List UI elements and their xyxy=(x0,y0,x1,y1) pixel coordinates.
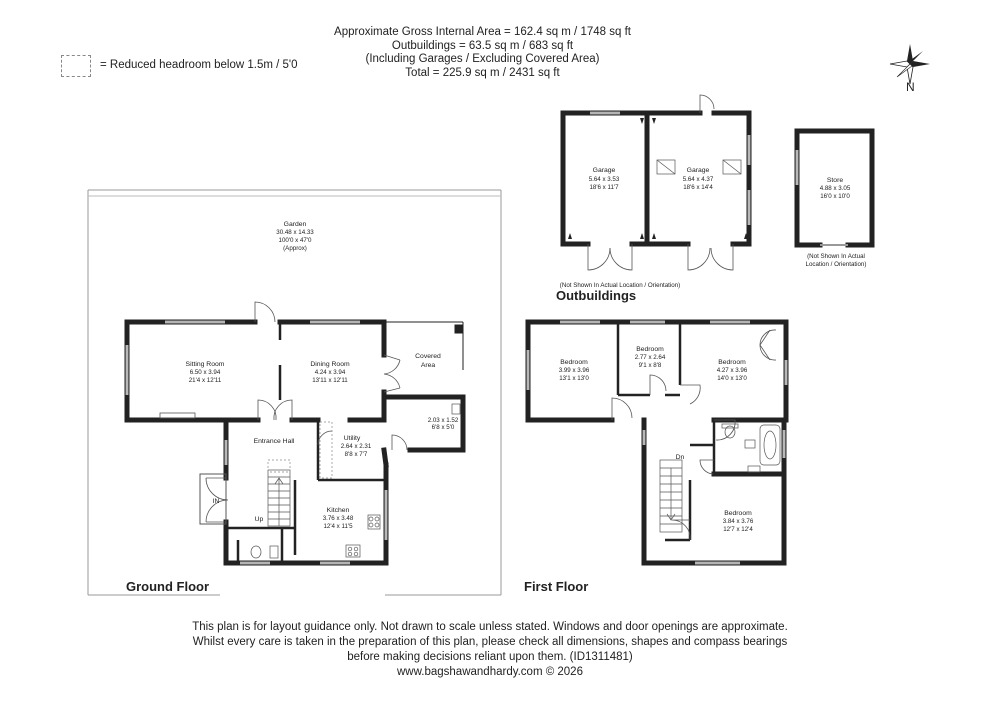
store-appliance xyxy=(451,403,461,415)
covered-area-outline xyxy=(384,321,464,370)
outbuildings-title: Outbuildings xyxy=(556,288,637,303)
garage-markers xyxy=(568,118,748,239)
stairs-up-label: Up xyxy=(255,516,264,523)
store-label: Store xyxy=(827,177,843,184)
store-metric: 4.88 x 3.05 xyxy=(820,185,851,192)
utility-imperial: 8'8 x 7'7 xyxy=(345,451,368,458)
fireplace xyxy=(159,412,196,419)
compass-north-label: N xyxy=(906,80,915,94)
bedroom-1-imperial: 13'1 x 13'0 xyxy=(559,375,589,382)
outbuilding-doors xyxy=(587,94,848,271)
bedroom-3-imperial: 14'0 x 13'0 xyxy=(717,375,747,382)
store-small-metric: 2.03 x 1.52 xyxy=(428,417,459,424)
utility-headroom-area xyxy=(319,421,333,479)
garage-skylights xyxy=(656,159,742,175)
ground-floor-doors xyxy=(205,301,408,523)
total-area-text: Total = 225.9 sq m / 2431 sq ft xyxy=(405,66,560,79)
store-small-imperial: 6'8 x 5'0 xyxy=(432,424,455,431)
disclaimer-line-2: Whilst every care is taken in the prepar… xyxy=(192,636,788,648)
ground-floor-title: Ground Floor xyxy=(126,579,210,594)
bedroom-1-label: Bedroom xyxy=(560,359,588,366)
garages-walls xyxy=(560,110,752,247)
first-floor-interior-walls xyxy=(616,322,716,542)
store-orientation-note-1: (Not Shown In Actual xyxy=(807,253,865,260)
first-floor-windows xyxy=(526,320,788,565)
ground-floor-stairs xyxy=(267,469,291,527)
bedroom-3-metric: 4.27 x 3.96 xyxy=(717,367,748,374)
utility-label: Utility xyxy=(344,435,361,442)
disclaimer-line-3: before making decisions reliant upon the… xyxy=(347,651,633,663)
kitchen-metric: 3.76 x 3.48 xyxy=(323,515,354,522)
covered-area-label-1: Covered xyxy=(415,353,441,360)
area-summary: Approximate Gross Internal Area = 162.4 … xyxy=(300,26,665,80)
entrance-hall-label: Entrance Hall xyxy=(254,438,295,445)
ground-floor-interior-walls xyxy=(226,322,386,563)
dining-room-metric: 4.24 x 3.94 xyxy=(315,369,346,376)
compass-rose-icon xyxy=(889,44,930,85)
bedroom-2-label: Bedroom xyxy=(636,346,664,353)
bedroom-2-imperial: 9'1 x 8'8 xyxy=(639,362,662,369)
dining-room-label: Dining Room xyxy=(310,361,350,368)
kitchen-fittings xyxy=(250,514,381,559)
reduced-headroom-area xyxy=(267,459,291,473)
garage-2-metric: 5.64 x 4.37 xyxy=(683,176,714,183)
store-imperial: 16'0 x 10'0 xyxy=(820,193,850,200)
garden-imperial: 100'0 x 47'0 xyxy=(279,237,313,244)
disclaimer: This plan is for layout guidance only. N… xyxy=(160,620,820,680)
dining-room-imperial: 13'11 x 12'11 xyxy=(312,377,348,384)
outbuilding-windows xyxy=(590,111,799,225)
kitchen-label: Kitchen xyxy=(327,507,350,514)
utility-metric: 2.64 x 2.31 xyxy=(341,443,372,450)
garden-metric: 30.48 x 14.33 xyxy=(276,229,314,236)
including-garages-text: (Including Garages / Excluding Covered A… xyxy=(365,53,600,65)
reduced-headroom-swatch xyxy=(61,55,91,77)
garden-approx-note: (Approx) xyxy=(283,245,307,252)
garage-2-label: Garage xyxy=(687,167,710,174)
first-floor-title: First Floor xyxy=(524,579,589,594)
garage-1-imperial: 18'6 x 11'7 xyxy=(589,184,619,191)
garden-outline xyxy=(87,189,502,596)
sitting-room-label: Sitting Room xyxy=(186,361,225,368)
outbuildings-area-text: Outbuildings = 63.5 sq m / 683 sq ft xyxy=(391,39,574,52)
bedroom-3-label: Bedroom xyxy=(718,359,746,366)
sitting-room-imperial: 21'4 x 12'11 xyxy=(189,377,222,384)
bathroom-fittings xyxy=(721,423,781,473)
first-floor-stairs xyxy=(659,459,683,533)
reduced-headroom-legend: = Reduced headroom below 1.5m / 5'0 xyxy=(100,59,298,71)
store-orientation-note-2: Location / Orientation) xyxy=(806,261,867,268)
disclaimer-line-1: This plan is for layout guidance only. N… xyxy=(192,621,788,633)
first-floor-doors xyxy=(611,329,777,541)
covered-area-label-2: Area xyxy=(421,362,436,369)
gross-area-text: Approximate Gross Internal Area = 162.4 … xyxy=(334,26,631,38)
entrance-porch xyxy=(199,473,227,525)
website-link[interactable]: www.bagshawandhardy.com © 2026 xyxy=(397,666,583,678)
garage-1-metric: 5.64 x 3.53 xyxy=(589,176,620,183)
sitting-room-metric: 6.50 x 3.94 xyxy=(190,369,221,376)
stairs-down-label: Dn xyxy=(676,454,685,461)
ground-floor-windows xyxy=(125,320,388,565)
bedroom-2-metric: 2.77 x 2.64 xyxy=(635,354,666,361)
bedroom-4-metric: 3.84 x 3.76 xyxy=(723,518,754,525)
garage-1-label: Garage xyxy=(593,167,616,174)
garden-label: Garden xyxy=(284,221,307,228)
entrance-in-label: IN xyxy=(213,498,220,505)
garage-2-imperial: 18'6 x 14'4 xyxy=(683,184,713,191)
garages-orientation-note: (Not Shown In Actual Location / Orientat… xyxy=(560,282,680,289)
kitchen-imperial: 12'4 x 11'5 xyxy=(323,523,353,530)
bedroom-4-label: Bedroom xyxy=(724,510,752,517)
bedroom-1-metric: 3.99 x 3.96 xyxy=(559,367,590,374)
bedroom-4-imperial: 12'7 x 12'4 xyxy=(723,526,753,533)
